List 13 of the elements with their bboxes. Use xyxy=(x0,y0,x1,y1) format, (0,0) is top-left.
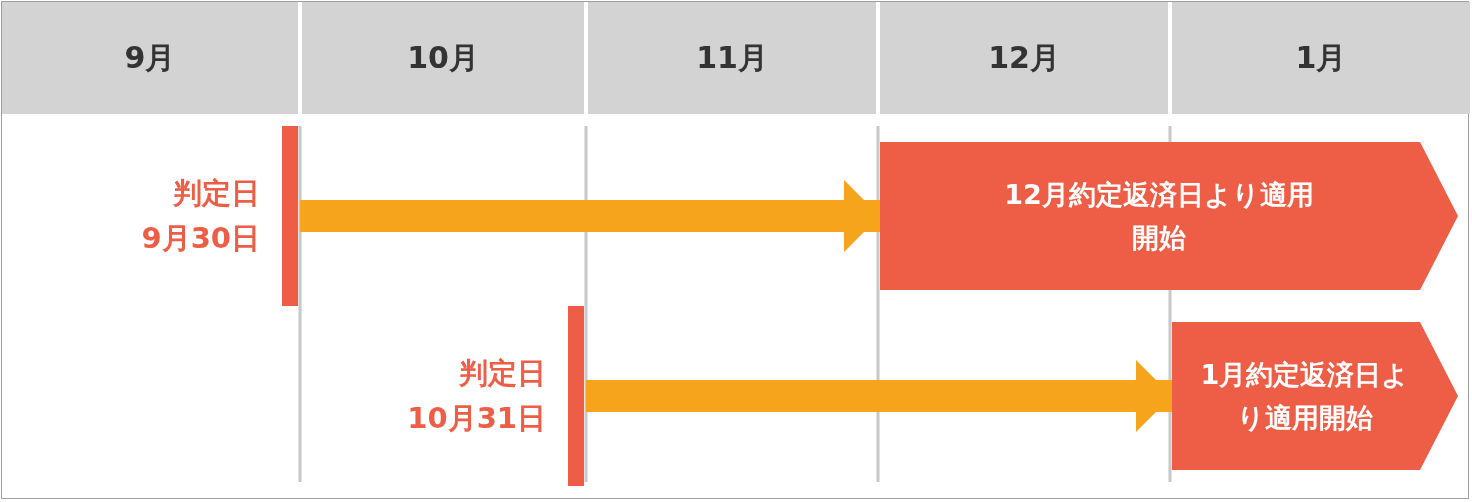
arrow xyxy=(586,360,1172,432)
month-header: 1月 xyxy=(1172,2,1470,114)
month-header: 10月 xyxy=(302,2,584,114)
date-text: 10月31日 xyxy=(407,400,546,437)
date-heading: 判定日 xyxy=(459,355,546,393)
month-header: 9月 xyxy=(2,2,298,114)
banner-text: 12月約定返済日より適用開始 xyxy=(1003,177,1315,255)
arrow xyxy=(300,180,880,252)
date-text: 9月30日 xyxy=(141,220,260,257)
month-header: 12月 xyxy=(880,2,1168,114)
date-heading: 判定日 xyxy=(173,175,260,213)
banner-text: 1月約定返済日より適用開始 xyxy=(1199,357,1411,435)
month-header: 11月 xyxy=(588,2,876,114)
